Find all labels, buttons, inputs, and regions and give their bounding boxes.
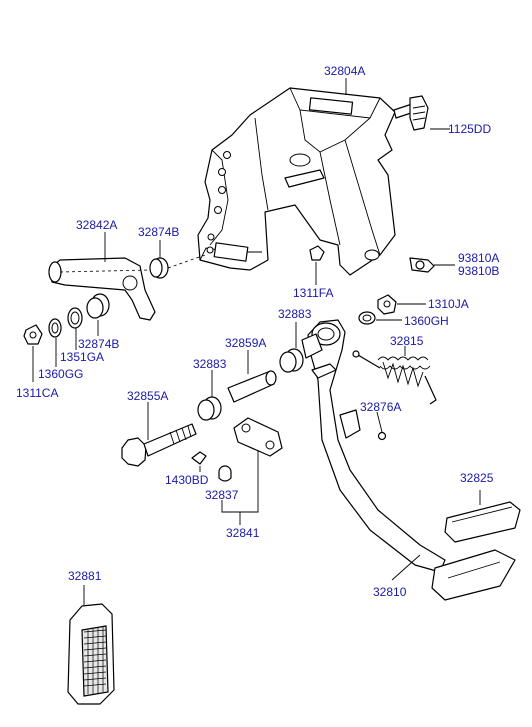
label-1311CA: 1311CA: [16, 386, 58, 400]
bushing-32874B-top: [149, 254, 206, 279]
bushing-32883-lower: [197, 370, 222, 421]
label-32874B-bottom: 32874B: [78, 337, 119, 351]
washer-1360GG: [48, 318, 62, 367]
nut-1311FA: [309, 245, 325, 285]
label-1430BD: 1430BD: [165, 473, 209, 487]
label-32855A: 32855A: [127, 389, 168, 403]
nut-1311CA: [23, 324, 43, 382]
label-1310JA: 1310JA: [428, 297, 469, 311]
link-plate-32841: [221, 417, 283, 525]
label-1351GA: 1351GA: [60, 350, 104, 364]
label-32883-mid: 32883: [193, 357, 227, 371]
label-1125DD: 1125DD: [448, 122, 491, 136]
label-32842A: 32842A: [76, 218, 117, 232]
bolt-1125DD: [393, 95, 450, 131]
label-32881: 32881: [68, 569, 102, 583]
label-32837: 32837: [205, 488, 239, 502]
label-32825: 32825: [460, 471, 494, 485]
pedal-arm-32842A: [48, 257, 156, 321]
clip-93810: [409, 257, 455, 273]
label-32841: 32841: [226, 526, 260, 540]
bushing-32883-upper: [279, 322, 304, 373]
label-32859A: 32859A: [225, 336, 266, 350]
return-spring-32815: [352, 346, 437, 405]
label-32883-top: 32883: [278, 307, 312, 321]
label-1311FA: 1311FA: [293, 286, 333, 300]
label-1360GG: 1360GG: [38, 367, 83, 381]
pedal-pad-32825: [444, 490, 521, 543]
sleeve-32859A: [227, 350, 277, 403]
nut-1310JA: [377, 294, 426, 315]
leader-32876A: [376, 411, 383, 433]
label-32804A: 32804A: [324, 64, 365, 78]
pin-1430BD: [191, 451, 207, 472]
label-32874B-top: 32874B: [138, 225, 179, 239]
bolt-32855A: [121, 402, 197, 467]
bushing-32874B-bottom: [86, 293, 110, 336]
pedal-bracket-32804A: [197, 87, 396, 276]
label-1360GH: 1360GH: [404, 314, 449, 328]
label-32815: 32815: [390, 334, 424, 348]
pad-32881: [67, 585, 115, 705]
label-32810: 32810: [373, 585, 407, 599]
label-93810B: 93810B: [458, 264, 499, 278]
label-32876A: 32876A: [360, 400, 401, 414]
washer-1360GH: [358, 311, 402, 325]
label-93810A: 93810A: [458, 251, 499, 265]
washer-1351GA: [67, 307, 83, 350]
brake-pedal-32810: [301, 319, 516, 601]
bushing-32837: [218, 465, 232, 482]
